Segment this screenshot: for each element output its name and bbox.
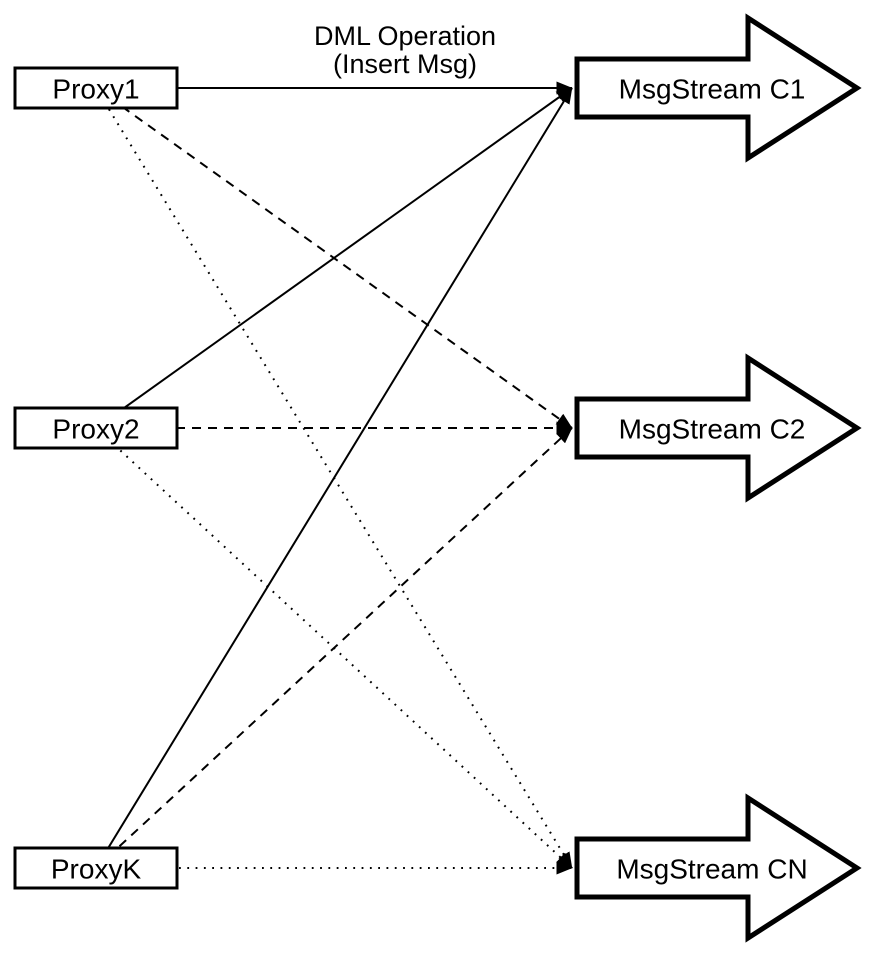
- msgstream-cn-arrow: [574, 793, 862, 943]
- edges-layer: [95, 81, 573, 875]
- proxyk-node: ProxyK: [13, 846, 179, 890]
- msgstream-c1-label: MsgStream C1: [619, 74, 806, 105]
- edge-proxy1-c2: [95, 87, 573, 429]
- msgstream-c1-arrow: [574, 13, 862, 163]
- proxy1-node: Proxy1: [13, 66, 179, 110]
- proxy1-label: Proxy1: [52, 74, 139, 105]
- proxyk-box: [13, 846, 179, 890]
- dml-annotation-line2: (Insert Msg): [333, 49, 477, 79]
- proxy2-label: Proxy2: [52, 414, 139, 445]
- msgstream-c1-node: MsgStream C1: [574, 13, 862, 163]
- proxy2-box: [13, 406, 179, 450]
- dml-annotation-line1: DML Operation: [314, 21, 496, 51]
- proxy1-box: [13, 66, 179, 110]
- msgstream-c2-node: MsgStream C2: [574, 353, 862, 503]
- msgstream-c2-arrow: [574, 353, 862, 503]
- edge-proxy2-cn: [95, 427, 573, 869]
- msgstream-cn-node: MsgStream CN: [574, 793, 862, 943]
- msgstream-cn-label: MsgStream CN: [616, 854, 807, 885]
- msgstream-c2-label: MsgStream C2: [619, 414, 806, 445]
- proxy2-node: Proxy2: [13, 406, 179, 450]
- edge-proxy1-cn: [95, 87, 573, 869]
- proxyk-label: ProxyK: [51, 854, 142, 885]
